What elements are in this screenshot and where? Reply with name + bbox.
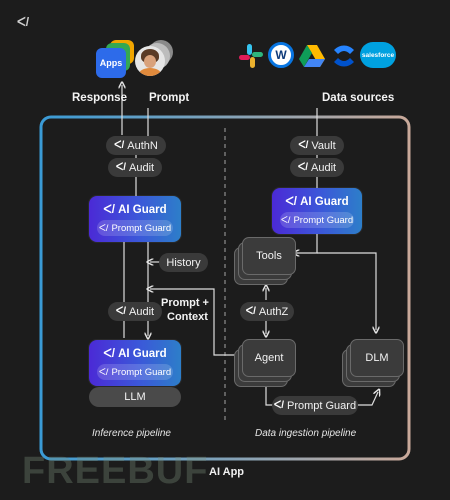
shield-logo-icon: ᐸ/ xyxy=(115,306,126,317)
prompt-label: Prompt xyxy=(149,92,190,104)
ai-guard-title: ᐸ/ AI Guard xyxy=(285,196,349,208)
audit-badge-right: ᐸ/ Audit xyxy=(290,158,344,177)
freebuf-watermark: FREEBUF xyxy=(22,450,209,492)
google-drive-icon xyxy=(298,44,326,68)
apps-tile-label: Apps xyxy=(96,48,126,78)
ai-guard-block-inference-top: ᐸ/ AI Guard ᐸ/ Prompt Guard xyxy=(89,196,181,242)
llm-badge: LLM xyxy=(89,387,181,407)
response-label: Response xyxy=(72,92,127,104)
agent-label: Agent xyxy=(254,352,284,364)
slack-icon xyxy=(238,43,264,69)
audit-badge-top: ᐸ/ Audit xyxy=(108,158,162,177)
authn-label: AuthN xyxy=(127,139,158,152)
shield-logo-icon: ᐸ/ xyxy=(98,366,109,378)
prompt-guard-chip: ᐸ/ Prompt Guard xyxy=(97,364,173,380)
tools-card: Tools xyxy=(242,237,296,275)
shield-logo-icon: ᐸ/ xyxy=(103,204,115,216)
shield-logo-icon: ᐸ/ xyxy=(245,306,256,317)
shield-logo-icon: ᐸ/ xyxy=(297,162,308,173)
agent-card: Agent xyxy=(242,339,296,377)
ai-app-label: AI App xyxy=(209,466,245,478)
shield-logo-icon: ᐸ/ xyxy=(114,140,125,151)
brand-logo-icon: ᐸ/ xyxy=(17,15,30,29)
authn-badge: ᐸ/ AuthN xyxy=(106,136,166,155)
prompt-guard-badge-bottom: ᐸ/ Prompt Guard xyxy=(272,396,358,415)
audit-label: Audit xyxy=(129,305,155,318)
prompt-context-label: Prompt + Context xyxy=(161,297,209,323)
authz-badge: ᐸ/ AuthZ xyxy=(240,302,294,321)
prompt-guard-label: Prompt Guard xyxy=(286,399,357,412)
llm-label: LLM xyxy=(124,391,146,403)
ai-guard-block-inference-bottom: ᐸ/ AI Guard ᐸ/ Prompt Guard xyxy=(89,340,181,386)
apps-icon: Apps xyxy=(96,40,136,80)
ai-guard-title: ᐸ/ AI Guard xyxy=(103,204,167,216)
prompt-guard-chip: ᐸ/ Prompt Guard xyxy=(97,220,173,236)
shield-logo-icon: ᐸ/ xyxy=(273,400,284,411)
workday-icon: W xyxy=(268,42,294,68)
shield-logo-icon: ᐸ/ xyxy=(115,162,126,173)
vault-badge: ᐸ/ Vault xyxy=(290,136,344,155)
inference-pipeline-caption: Inference pipeline xyxy=(92,428,171,439)
shield-logo-icon: ᐸ/ xyxy=(280,214,291,226)
dlm-card: DLM xyxy=(350,339,404,377)
salesforce-icon: salesforce xyxy=(360,42,396,68)
data-sources-label: Data sources xyxy=(322,92,395,104)
history-badge: History xyxy=(159,253,208,272)
shield-logo-icon: ᐸ/ xyxy=(103,348,115,360)
vault-label: Vault xyxy=(311,139,336,152)
data-ingestion-pipeline-caption: Data ingestion pipeline xyxy=(255,428,357,439)
confluence-icon xyxy=(332,43,356,69)
shield-logo-icon: ᐸ/ xyxy=(285,196,297,208)
user-avatar-icon xyxy=(135,40,175,78)
tools-label: Tools xyxy=(256,250,282,262)
prompt-guard-chip: ᐸ/ Prompt Guard xyxy=(280,212,354,228)
authz-label: AuthZ xyxy=(258,305,289,318)
audit-label: Audit xyxy=(129,161,155,174)
audit-label: Audit xyxy=(311,161,337,174)
ai-guard-block-ingestion: ᐸ/ AI Guard ᐸ/ Prompt Guard xyxy=(272,188,362,234)
ai-guard-title: ᐸ/ AI Guard xyxy=(103,348,167,360)
shield-logo-icon: ᐸ/ xyxy=(298,140,309,151)
history-label: History xyxy=(166,256,201,269)
audit-badge-mid: ᐸ/ Audit xyxy=(108,302,162,321)
dlm-label: DLM xyxy=(365,352,389,364)
shield-logo-icon: ᐸ/ xyxy=(98,222,109,234)
